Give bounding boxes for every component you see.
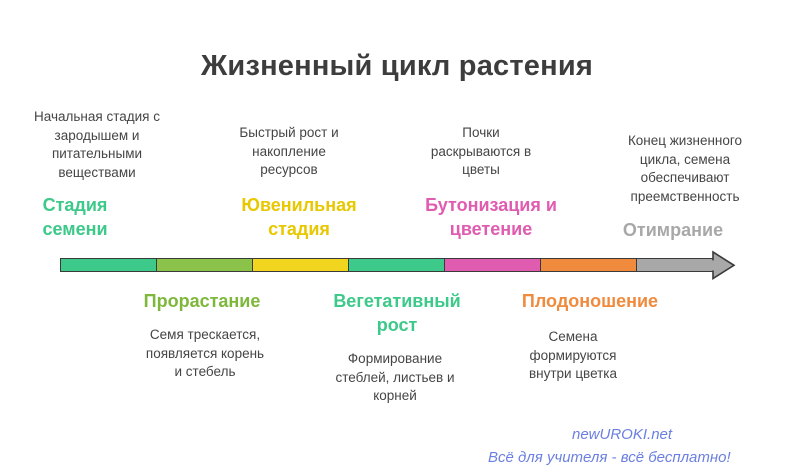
diagram-title: Жизненный цикл растения xyxy=(201,50,593,82)
stage-label-flowering: Бутонизация и цветение xyxy=(425,195,557,239)
watermark-slogan: Всё для учителя - всё бесплатно! xyxy=(488,449,731,466)
stage-label-fruiting: Плодоношение xyxy=(521,291,659,311)
stage-desc-seed: Начальная стадия с зародышем и питательн… xyxy=(34,109,160,180)
watermark-site: newUROKI.net xyxy=(572,426,673,443)
stage-label-vegetative: Вегетативный рост xyxy=(333,291,461,335)
arrow-head-icon xyxy=(710,250,736,281)
stage-label-juvenile: Ювенильная стадия xyxy=(241,195,357,239)
stage-label-germination: Прорастание xyxy=(143,291,261,311)
stage-label-seed: Стадия семени xyxy=(42,195,108,239)
stage-desc-fruiting: Семена формируются внутри цветка xyxy=(528,329,618,381)
timeline-segment-dying xyxy=(636,258,716,272)
stage-desc-dying: Конец жизненного цикла, семена обеспечив… xyxy=(627,133,743,204)
stage-desc-germination: Семя трескается, появляется корень и сте… xyxy=(145,327,265,379)
stage-desc-vegetative: Формирование стеблей, листьев и корней xyxy=(335,351,455,403)
stage-label-dying: Отимрание xyxy=(622,220,724,240)
stage-desc-flowering: Почки раскрываются в цветы xyxy=(430,125,532,177)
stage-desc-juvenile: Быстрый рост и накопление ресурсов xyxy=(239,125,339,177)
timeline-arrow xyxy=(60,250,736,281)
